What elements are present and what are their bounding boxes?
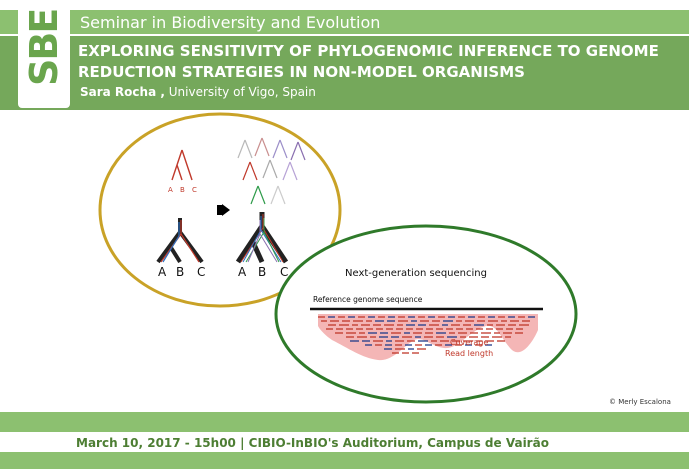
gene-trees-cloud — [237, 137, 306, 205]
header-band-main — [0, 36, 689, 110]
read-length-label: Read length — [445, 349, 493, 358]
tree-right-label-b: B — [258, 265, 266, 279]
reference-label: Reference genome sequence — [313, 295, 423, 304]
logo-text: SBE — [22, 9, 66, 86]
tree-right-label-a: A — [238, 265, 247, 279]
speaker-affiliation: University of Vigo, Spain — [168, 85, 316, 99]
small-tree-label-b: B — [180, 186, 185, 194]
coverage-label: Coverage — [450, 338, 488, 347]
image-credit: © Merly Escalona — [609, 398, 671, 406]
read-dashes — [318, 316, 535, 354]
talk-title-line2: REDUCTION STRATEGIES IN NON-MODEL ORGANI… — [78, 63, 525, 81]
tree-right-label-c: C — [280, 265, 288, 279]
arrow-shaft — [217, 205, 222, 215]
small-tree-label-a: A — [168, 186, 173, 194]
tree-left-label-c: C — [197, 265, 205, 279]
footer-band-top — [0, 412, 689, 432]
species-tree-left — [156, 218, 204, 264]
speaker: Sara Rocha , University of Vigo, Spain — [80, 85, 316, 100]
arrow-icon — [222, 204, 230, 216]
tree-left-label-b: B — [176, 265, 184, 279]
logo — [18, 4, 70, 108]
speaker-name: Sara Rocha , — [80, 85, 165, 99]
small-tree — [171, 149, 193, 181]
event-details: March 10, 2017 - 15h00 | CIBIO-InBIO's A… — [76, 436, 549, 450]
seminar-series-title: Seminar in Biodiversity and Evolution — [80, 13, 381, 32]
talk-title-line1: EXPLORING SENSITIVITY OF PHYLOGENOMIC IN… — [78, 42, 659, 60]
ngs-title: Next-generation sequencing — [345, 268, 487, 279]
species-tree-right — [235, 212, 289, 264]
figure-illustration: A B C A B C A B C Next-generation sequen… — [98, 112, 578, 404]
small-tree-label-c: C — [192, 186, 197, 194]
footer-band-bottom — [0, 452, 689, 469]
header-band-top — [0, 10, 689, 34]
tree-left-label-a: A — [158, 265, 167, 279]
